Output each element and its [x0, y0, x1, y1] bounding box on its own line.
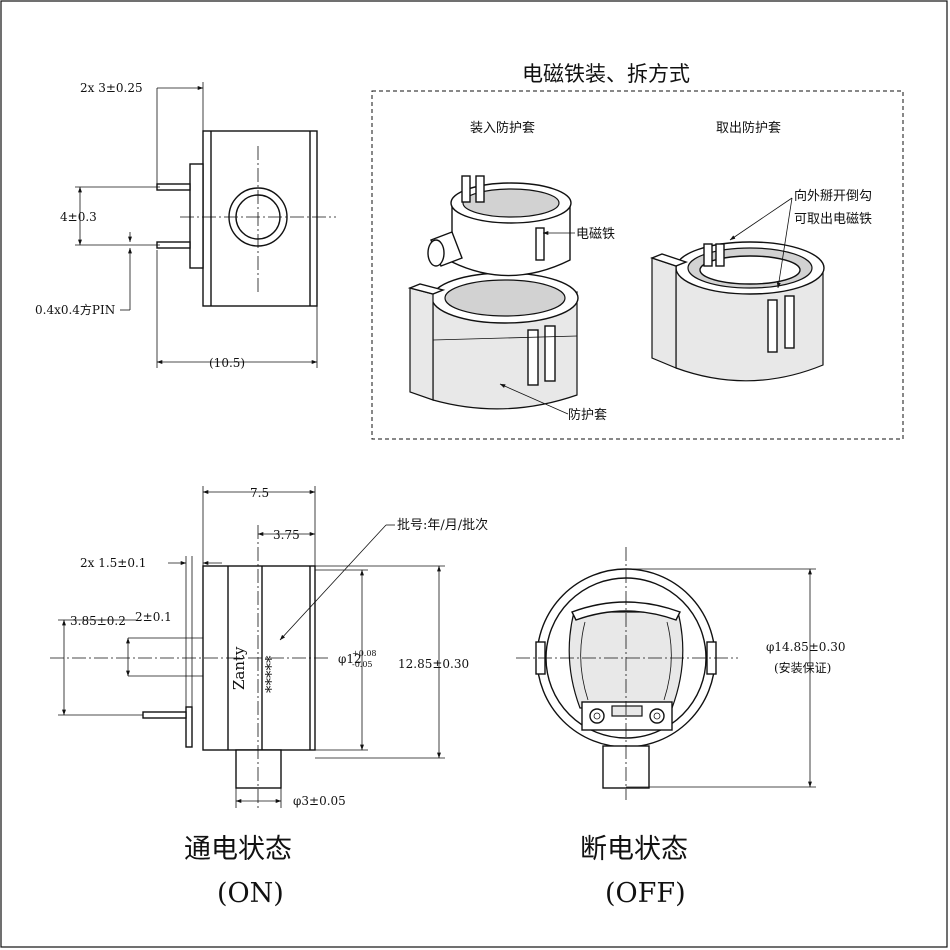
on-state-view: Zanty ***** 7.5 3.75 2x 1.5±0.1 3.85±0.2…: [50, 486, 488, 909]
dim-pin-spacing: 4±0.3: [60, 210, 97, 224]
top-view: 2x 3±0.25 4±0.3 0.4x0.4方PIN (10.5): [35, 81, 336, 370]
install-label: 装入防护套: [470, 120, 535, 136]
dim-width: 7.5: [250, 486, 269, 500]
dim-off-dia: φ14.85±0.30: [766, 640, 846, 654]
remove-label: 取出防护套: [716, 120, 781, 136]
dim-pin-gap: 2±0.1: [135, 610, 172, 624]
dim-dia-tol-minus: -0.05: [352, 660, 373, 669]
removal-illustration: [649, 241, 825, 382]
dashed-frame: [371, 90, 904, 440]
off-state-sub: (OFF): [605, 878, 686, 909]
frame-title: 电磁铁装、拆方式: [522, 62, 690, 86]
callout-outward-2: 可取出电磁铁: [794, 212, 872, 227]
on-state-sub: (ON): [217, 878, 284, 909]
dim-pin-pos: 3.85±0.2: [70, 614, 126, 628]
callout-sleeve: 防护套: [568, 407, 607, 423]
dim-off-dia-note: (安装保证): [774, 660, 831, 675]
dim-dia-main: φ12: [338, 652, 362, 666]
install-frame: 电磁铁装、拆方式 装入防护套 取出防护套: [371, 62, 904, 440]
dim-dia-tol-plus: +0.08: [352, 649, 377, 658]
sleeve-illustration: [407, 272, 579, 410]
off-state-view: φ14.85±0.30 (安装保证) 断电状态 (OFF): [516, 547, 846, 909]
callout-electromagnet: 电磁铁: [576, 227, 615, 242]
dim-plunger: φ3±0.05: [293, 794, 346, 808]
dim-pin-offset: 2x 3±0.25: [80, 81, 143, 95]
batch-code-marking: *****: [262, 655, 280, 693]
off-state-title: 断电状态: [580, 834, 688, 865]
dim-length: (10.5): [209, 356, 245, 370]
dim-height: 12.85±0.30: [398, 657, 469, 671]
dim-half-width: 3.75: [273, 528, 300, 542]
dim-pin-setback: 2x 1.5±0.1: [80, 556, 146, 570]
callout-batch: 批号:年/月/批次: [397, 517, 488, 533]
electromagnet-illustration: [427, 175, 572, 277]
dim-pin-size: 0.4x0.4方PIN: [35, 302, 115, 317]
on-view-plunger: [235, 749, 282, 789]
callout-outward-1: 向外掰开倒勾: [794, 188, 872, 204]
on-state-title: 通电状态: [184, 834, 292, 865]
brand-marking: Zanty: [230, 646, 248, 690]
top-view-body: [202, 130, 318, 307]
